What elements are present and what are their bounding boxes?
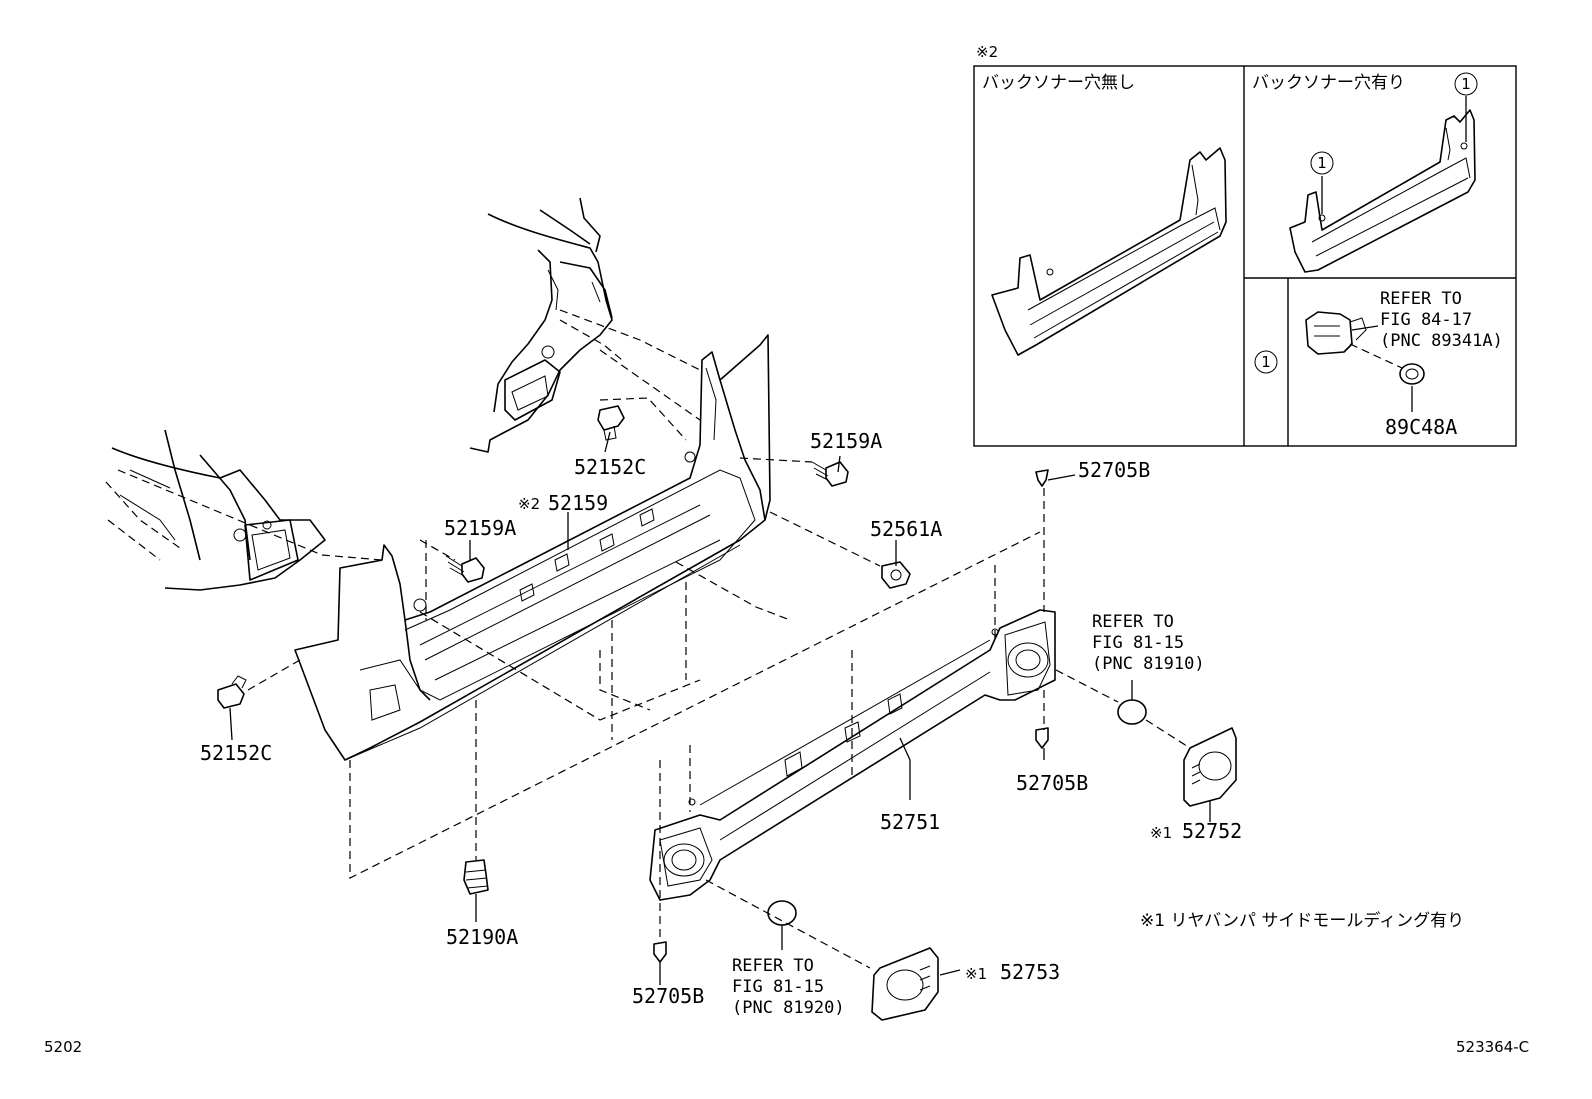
svg-text:(PNC 81920): (PNC 81920) [732,998,845,1018]
bumper-variant-with-sonar [1289,96,1476,273]
sensor-retainer-89C48A [1399,363,1425,385]
svg-text:REFER TO: REFER TO [1092,612,1174,632]
svg-text:REFER TO: REFER TO [1380,289,1462,309]
svg-text:FIG 81-15: FIG 81-15 [1092,633,1184,653]
part-labels: 52152C 52159A 52159A ※2 52159 52561A 521… [200,429,1242,1008]
label-52152C-top: 52152C [574,455,646,479]
circled-one-marker-legend: 1 [1254,350,1278,374]
fastener-52190A [463,859,489,895]
label-52751: 52751 [880,810,940,834]
reflector-plug-right [1117,699,1147,725]
label-52190A: 52190A [446,925,518,949]
svg-text:FIG 81-15: FIG 81-15 [732,977,824,997]
svg-text:1: 1 [1317,154,1327,172]
circled-one-marker-2: 1 [1454,72,1478,96]
body-upper-structure [469,197,613,453]
inset-marker: ※2 [976,43,998,61]
label-52159A-left: 52159A [444,516,516,540]
inset-title-no-sonar: バックソナー穴無し [982,73,1135,93]
label-52753: 52753 [1000,960,1060,984]
fastener-52152C-left [217,675,247,709]
back-sonar-sensor [1305,311,1367,355]
refer-note-right: REFER TO FIG 81-15 (PNC 81910) [1092,612,1205,674]
label-52705B-bot: 52705B [632,984,704,1008]
label-52159: 52159 [548,491,608,515]
clip-52705B-mid [1035,727,1049,749]
label-89C48A: 89C48A [1385,415,1457,439]
circled-one-marker-1: 1 [1310,151,1334,175]
side-moulding-right [1183,727,1237,807]
refer-note-inset: REFER TO FIG 84-17 (PNC 89341A) [1380,289,1503,351]
label-52705B-top: 52705B [1078,458,1150,482]
inset-title-with-sonar: バックソナー穴有り [1252,73,1405,93]
clip-52705B-top [1035,469,1049,487]
svg-text:(PNC 89341A): (PNC 89341A) [1380,331,1503,351]
note-marker-52159: ※2 [518,495,540,513]
variant-inset: ※2 バックソナー穴無し バックソナー穴有り [973,43,1517,447]
label-52561A: 52561A [870,517,942,541]
label-52752: 52752 [1182,819,1242,843]
fastener-52561A [881,561,911,589]
side-moulding-left [871,947,939,1021]
fastener-52159A-top [811,461,849,487]
assembly-dashed-lines [105,309,1191,969]
svg-text:1: 1 [1261,353,1271,371]
refer-note-bottom: REFER TO FIG 81-15 (PNC 81920) [732,956,845,1018]
clip-52705B-bot [653,941,667,963]
fastener-52159A-left [445,555,485,583]
body-lower-left-structure [111,429,326,591]
rear-bumper-cover [294,334,771,761]
svg-text:REFER TO: REFER TO [732,956,814,976]
label-52159A-top: 52159A [810,429,882,453]
reflector-plug-left [767,900,797,926]
note-marker-52752: ※1 [1150,824,1172,842]
leader-lines [229,431,1211,985]
page-code: 5202 [44,1038,82,1056]
label-52705B-mid: 52705B [1016,771,1088,795]
svg-text:FIG 84-17: FIG 84-17 [1380,310,1472,330]
footnote-side-moulding: ※1 リヤバンパ サイドモールディング有り [1140,910,1464,931]
fastener-52152C-top [597,405,625,441]
svg-text:(PNC 81910): (PNC 81910) [1092,654,1205,674]
note-marker-52753: ※1 [965,965,987,983]
svg-text:1: 1 [1461,75,1471,93]
bumper-variant-without-sonar [991,147,1227,356]
illustration-code: 523364-C [1456,1038,1529,1056]
label-52152C-left: 52152C [200,741,272,765]
